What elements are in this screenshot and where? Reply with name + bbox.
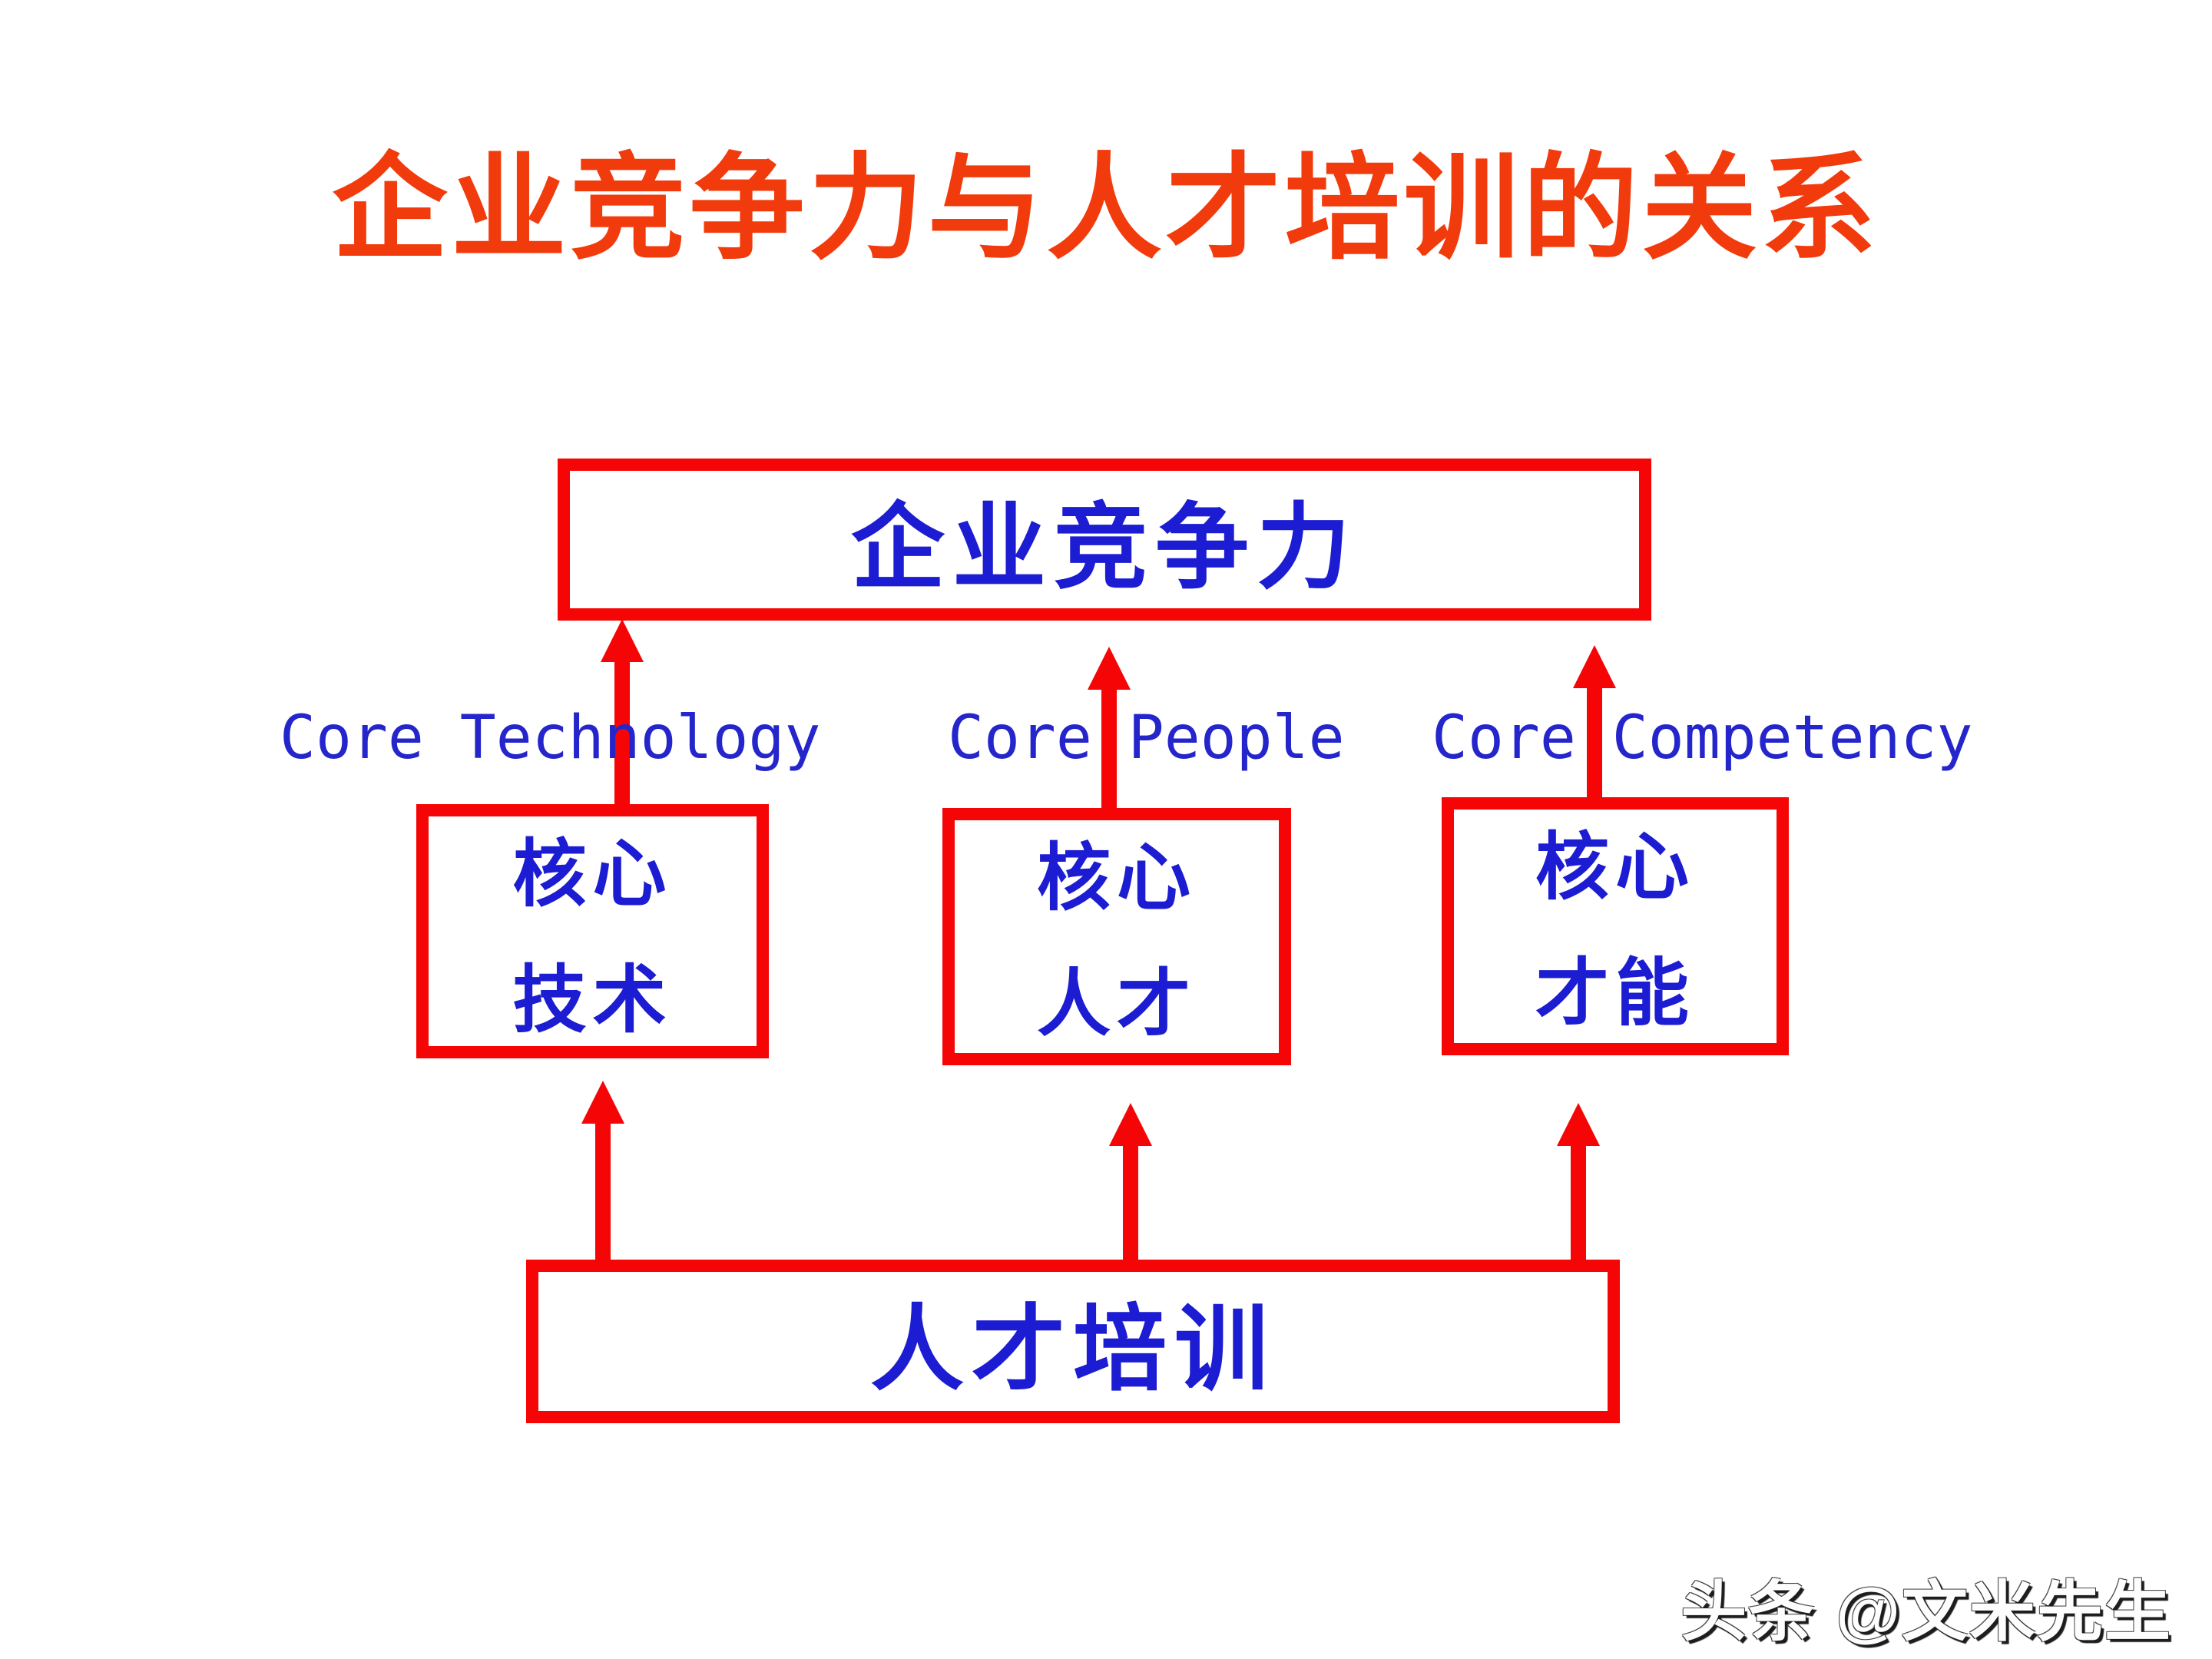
top-box-enterprise-competitiveness: 企业竞争力 bbox=[558, 459, 1651, 621]
arrow-shaft bbox=[595, 1124, 611, 1269]
arrow-shaft bbox=[1571, 1146, 1586, 1269]
arrowhead-icon bbox=[601, 619, 644, 662]
box-core-technology-line1: 核心 bbox=[512, 833, 673, 916]
box-core-technology: 核心 技术 bbox=[416, 804, 769, 1058]
label-core-technology: Core Technology bbox=[280, 704, 821, 773]
label-core-people: Core People bbox=[948, 704, 1345, 773]
up-arrow-training-to-core-people bbox=[1109, 1103, 1152, 1269]
box-core-people-line1: 核心 bbox=[1037, 837, 1197, 919]
arrowhead-icon bbox=[1557, 1103, 1600, 1146]
up-arrow-core-technology-to-top bbox=[601, 619, 644, 806]
box-core-competency-line2: 才能 bbox=[1535, 952, 1695, 1035]
arrowhead-icon bbox=[581, 1081, 624, 1124]
up-arrow-core-competency-to-top bbox=[1573, 645, 1616, 799]
label-core-competency: Core Competency bbox=[1432, 704, 1973, 773]
box-core-technology-line2: 技术 bbox=[512, 959, 673, 1041]
box-core-people-line2: 人才 bbox=[1037, 963, 1197, 1045]
arrowhead-icon bbox=[1088, 647, 1131, 690]
arrowhead-icon bbox=[1573, 645, 1616, 688]
slide-title: 企业竞争力与人才培训的关系 bbox=[332, 146, 1880, 273]
bottom-box-label: 人才培训 bbox=[870, 1297, 1276, 1402]
arrow-shaft bbox=[1101, 690, 1117, 810]
box-core-competency-line1: 核心 bbox=[1535, 826, 1695, 909]
bottom-box-talent-training: 人才培训 bbox=[526, 1260, 1620, 1423]
box-core-people: 核心 人才 bbox=[942, 808, 1291, 1065]
box-core-competency: 核心 才能 bbox=[1442, 797, 1789, 1055]
top-box-label: 企业竞争力 bbox=[851, 495, 1358, 600]
arrow-shaft bbox=[614, 662, 630, 806]
up-arrow-training-to-core-competency bbox=[1557, 1103, 1600, 1269]
arrow-shaft bbox=[1587, 688, 1602, 799]
watermark-toutiao: 头条 @文米先生 bbox=[1681, 1575, 2172, 1649]
up-arrow-training-to-core-technology bbox=[581, 1081, 624, 1269]
arrow-shaft bbox=[1123, 1146, 1138, 1269]
up-arrow-core-people-to-top bbox=[1088, 647, 1131, 810]
arrowhead-icon bbox=[1109, 1103, 1152, 1146]
